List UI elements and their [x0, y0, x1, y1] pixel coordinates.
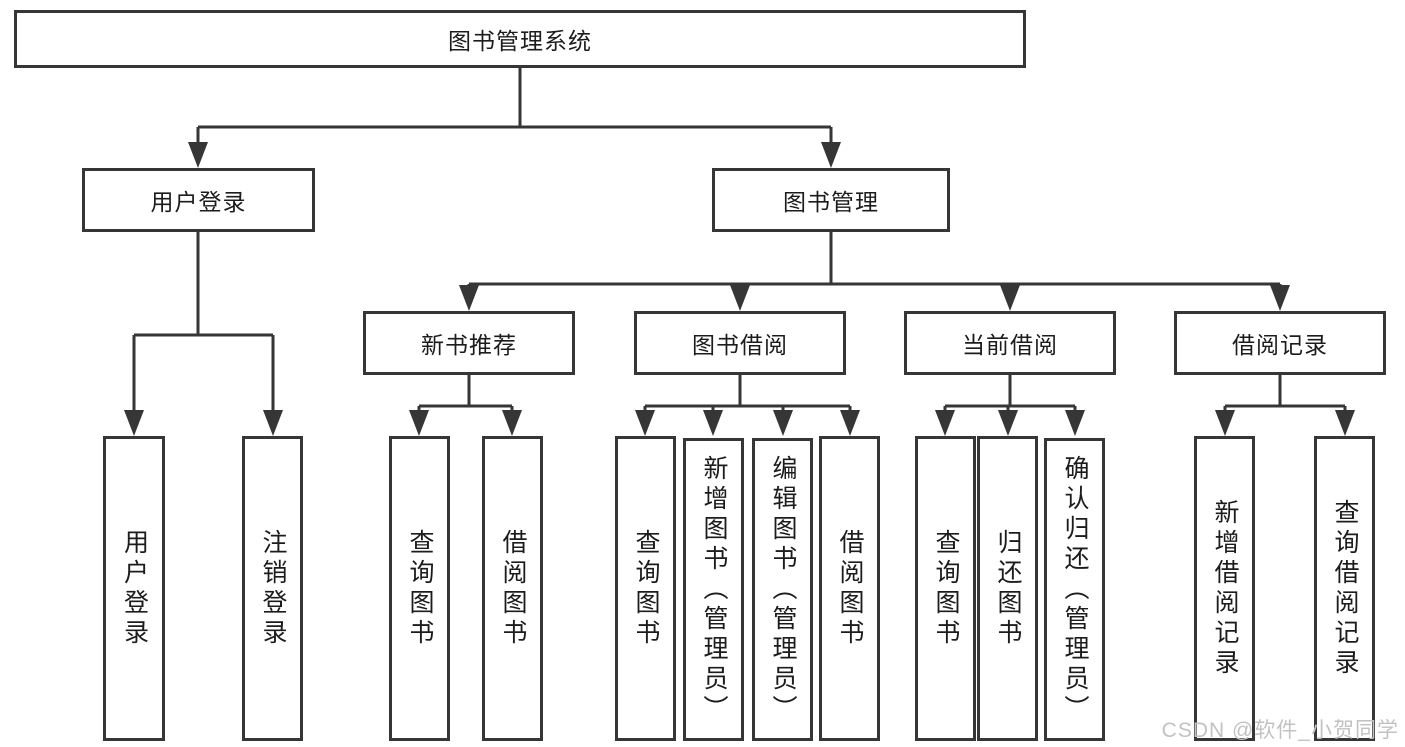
node-label: 图书借阅: [692, 332, 788, 358]
node-search-books-3: 查询图书: [915, 436, 976, 741]
arrowhead: [263, 410, 283, 436]
node-user-login: 用户登录: [82, 168, 315, 232]
watermark: CSDN @软件_小贺同学: [1161, 719, 1399, 742]
arrowhead: [188, 142, 208, 168]
arrowhead: [502, 410, 522, 436]
arrowhead: [773, 410, 793, 436]
arrowhead: [1215, 410, 1235, 436]
arrowhead: [124, 410, 144, 436]
node-add-books-admin: 新增图书（管理员）: [683, 438, 744, 741]
edges-current-borrowing-children: [935, 375, 1085, 436]
arrowhead: [1335, 410, 1355, 436]
node-book-borrowing: 图书借阅: [634, 311, 846, 375]
node-label: 借阅图书: [499, 528, 527, 649]
arrowhead: [459, 285, 479, 311]
node-label: 当前借阅: [962, 332, 1058, 358]
node-borrow-books-1: 借阅图书: [482, 436, 543, 741]
connector-line: [196, 68, 833, 143]
arrowhead: [1000, 285, 1020, 311]
edges-new-book-recommend-children: [409, 375, 522, 436]
edges-user-login-children: [124, 232, 283, 436]
node-add-borrow-record: 新增借阅记录: [1194, 436, 1255, 741]
node-label: 图书管理: [783, 189, 879, 215]
node-label: 新增图书（管理员）: [700, 454, 728, 725]
node-confirm-return-admin: 确认归还（管理员）: [1044, 438, 1105, 741]
node-search-books-1: 查询图书: [389, 436, 450, 741]
node-label: 归还图书: [994, 528, 1022, 649]
node-label: 借阅图书: [836, 528, 864, 649]
arrowhead: [1270, 285, 1290, 311]
arrowhead: [635, 410, 655, 436]
node-logout: 注销登录: [242, 436, 303, 741]
node-search-borrow-record: 查询借阅记录: [1314, 436, 1375, 741]
node-book-management: 图书管理: [712, 168, 950, 232]
arrowhead: [935, 410, 955, 436]
edges-book-management-children: [459, 232, 1290, 311]
node-label: 查询图书: [632, 528, 660, 649]
connector-line: [643, 375, 852, 411]
edges-borrowing-records-children: [1215, 375, 1355, 436]
arrowhead: [821, 142, 841, 168]
node-return-books: 归还图书: [977, 436, 1038, 741]
node-label: 注销登录: [259, 528, 287, 649]
node-search-books-2: 查询图书: [615, 436, 676, 741]
arrowhead: [840, 410, 860, 436]
node-label: 编辑图书（管理员）: [769, 454, 797, 725]
node-borrow-books-2: 借阅图书: [819, 436, 880, 741]
node-library-system: 图书管理系统: [14, 10, 1026, 68]
arrowhead: [730, 285, 750, 311]
node-edit-books-admin: 编辑图书（管理员）: [752, 438, 813, 741]
node-new-book-recommend: 新书推荐: [363, 311, 575, 375]
node-label: 查询图书: [932, 528, 960, 649]
node-label: 用户登录: [120, 528, 149, 649]
connector-line: [467, 232, 1282, 288]
node-label: 用户登录: [150, 189, 247, 215]
edges-book-borrowing-children: [635, 375, 860, 436]
node-user-login-leaf: 用户登录: [103, 436, 165, 741]
node-label: 借阅记录: [1232, 332, 1328, 358]
connector-line: [417, 375, 514, 411]
node-label: 确认归还（管理员）: [1061, 454, 1089, 725]
connector-line: [943, 375, 1077, 411]
edges-root-to-level2: [188, 68, 841, 168]
node-label: 图书管理系统: [448, 28, 592, 54]
connector-line: [1223, 375, 1347, 411]
node-borrowing-records: 借阅记录: [1174, 311, 1386, 375]
arrowhead: [998, 410, 1018, 436]
arrowhead: [703, 410, 723, 436]
connector-line: [132, 232, 275, 411]
arrowhead: [1065, 410, 1085, 436]
node-label: 查询图书: [406, 528, 434, 649]
arrowhead: [409, 410, 429, 436]
node-label: 查询借阅记录: [1331, 498, 1359, 679]
node-label: 新增借阅记录: [1211, 498, 1239, 679]
node-label: 新书推荐: [421, 332, 517, 358]
node-current-borrowing: 当前借阅: [904, 311, 1116, 375]
